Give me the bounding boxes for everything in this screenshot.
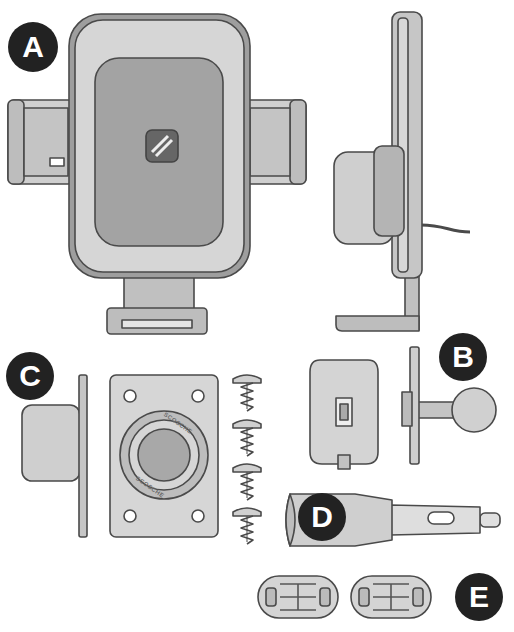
callout-letter: B	[452, 342, 474, 372]
callout-letter: A	[22, 32, 44, 62]
callout-letter: D	[311, 502, 333, 532]
mount-side	[334, 12, 470, 331]
car-charger	[286, 494, 500, 546]
callout-badges	[6, 22, 503, 621]
callout-letter: C	[19, 361, 41, 391]
mount-front	[8, 14, 306, 334]
callout-letter: E	[469, 582, 489, 612]
cable-clips	[258, 576, 431, 618]
vent-plate-set	[22, 375, 261, 544]
